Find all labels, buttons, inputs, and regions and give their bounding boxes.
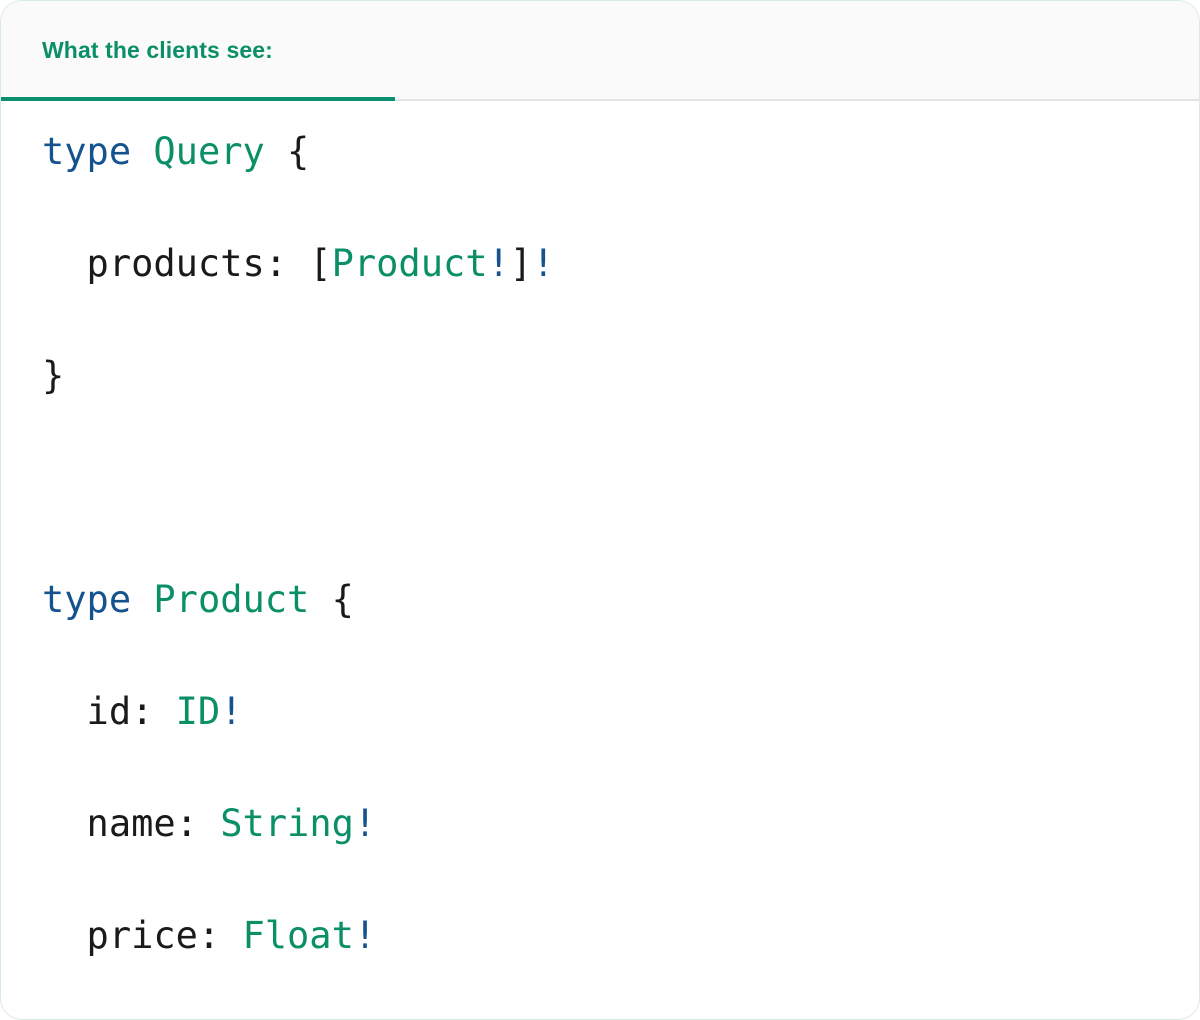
code-line: id: ID!	[42, 684, 1199, 740]
code-line	[42, 460, 1199, 516]
code-token: !	[353, 914, 377, 957]
code-token: !	[353, 802, 377, 845]
code-line: name: String!	[42, 796, 1199, 852]
code-token: Float	[242, 914, 354, 957]
code-token: ]	[509, 242, 533, 285]
code-token	[131, 578, 153, 621]
active-tab-underline	[1, 97, 395, 101]
code-line: }	[42, 348, 1199, 404]
code-token: {	[264, 130, 310, 173]
tab-strip: What the clients see:	[1, 1, 1199, 101]
code-token: Product	[331, 242, 488, 285]
code-token: Product	[153, 578, 310, 621]
tab-what-the-clients-see[interactable]: What the clients see:	[1, 1, 395, 101]
code-line: products: [Product!]!	[42, 236, 1199, 292]
code-token: type	[42, 130, 132, 173]
code-line: type Product {	[42, 572, 1199, 628]
code-token: {	[309, 578, 354, 621]
code-token: !	[532, 242, 555, 285]
code-token: price:	[42, 914, 243, 957]
graphql-schema-code: type Query { products: [Product!]! } typ…	[42, 124, 1199, 1019]
code-token: id:	[42, 690, 176, 733]
code-token: products: [	[42, 242, 332, 285]
code-token: !	[220, 690, 243, 733]
code-area[interactable]: type Query { products: [Product!]! } typ…	[1, 101, 1199, 1019]
code-line: price: Float!	[42, 908, 1199, 964]
code-token	[131, 130, 153, 173]
code-token: name:	[42, 802, 221, 845]
code-line: type Query {	[42, 124, 1199, 180]
code-token: !	[487, 242, 510, 285]
tab-label: What the clients see:	[42, 36, 273, 63]
code-token: type	[42, 578, 132, 621]
code-token: }	[42, 354, 65, 397]
code-token: Query	[153, 130, 265, 173]
code-token: String	[220, 802, 354, 845]
code-token: ID	[175, 690, 221, 733]
